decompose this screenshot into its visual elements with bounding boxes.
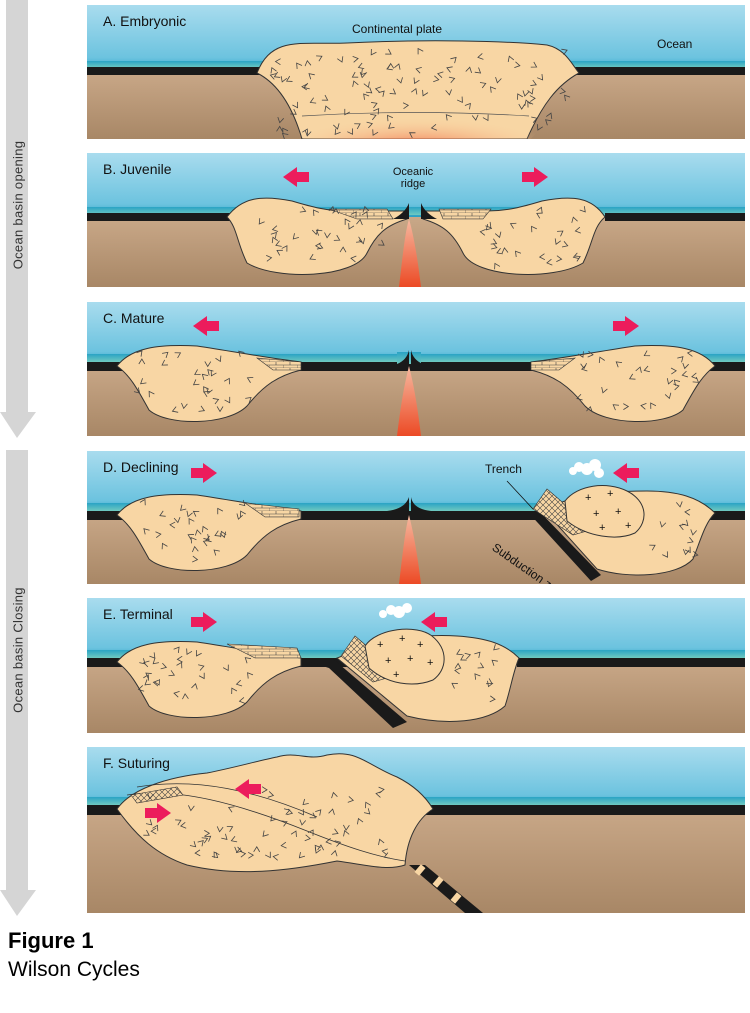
- push-right-arrow-icon: [145, 803, 171, 823]
- plus-marks: +++ +++ +: [377, 633, 433, 681]
- side-label-closing: Ocean basin Closing: [10, 587, 26, 713]
- push-left-arrow-icon: [193, 316, 219, 336]
- oceanic-ridge-label: Oceanic ridge: [383, 166, 443, 190]
- panel-juvenile: B. Juvenile Oceanic ridge: [87, 153, 745, 287]
- push-right-arrow-icon: [522, 167, 548, 187]
- panel-terminal: +++ +++ + E. Terminal: [87, 598, 745, 733]
- plus-marks: +++ +++: [585, 488, 631, 534]
- rock-texture: [576, 350, 700, 413]
- svg-text:+: +: [585, 492, 591, 504]
- rock-texture: [137, 646, 254, 704]
- down-arrow-icon: [0, 450, 36, 916]
- svg-text:+: +: [399, 633, 405, 645]
- svg-text:+: +: [607, 488, 613, 500]
- svg-text:+: +: [599, 522, 605, 534]
- panel-title: A. Embryonic: [103, 13, 187, 29]
- panel-title: E. Terminal: [103, 606, 173, 622]
- rock-texture: [258, 205, 385, 263]
- push-right-arrow-icon: [613, 316, 639, 336]
- volcano-plume-icon: [379, 603, 412, 618]
- svg-text:+: +: [385, 655, 391, 667]
- svg-text:+: +: [593, 508, 599, 520]
- panel-suturing: F. Suturing: [87, 747, 745, 913]
- ocean-label: Ocean: [657, 37, 693, 51]
- down-arrow-icon: [0, 0, 36, 438]
- side-label-opening: Ocean basin opening: [10, 140, 26, 270]
- rock-texture: [269, 47, 571, 139]
- push-right-arrow-icon: [191, 612, 217, 632]
- svg-text:+: +: [625, 520, 631, 532]
- ridge-label-line1: Oceanic: [392, 166, 434, 178]
- figure-number: Figure 1: [8, 928, 94, 953]
- opening-arrow: [0, 0, 36, 440]
- push-right-arrow-icon: [191, 463, 217, 483]
- svg-text:+: +: [377, 639, 383, 651]
- rock-texture: [649, 501, 699, 558]
- rock-texture: [479, 206, 586, 270]
- svg-text:+: +: [393, 669, 399, 681]
- rock-texture: [133, 350, 254, 413]
- push-left-arrow-icon: [421, 612, 447, 632]
- panel-title: B. Juvenile: [103, 161, 172, 177]
- push-left-arrow-icon: [235, 779, 261, 799]
- svg-text:+: +: [407, 653, 413, 665]
- push-left-arrow-icon: [613, 463, 639, 483]
- svg-text:+: +: [427, 657, 433, 669]
- panel-title: D. Declining: [103, 459, 179, 475]
- panel-title: C. Mature: [103, 310, 165, 326]
- figure-title: Wilson Cycles: [8, 958, 140, 981]
- push-left-arrow-icon: [283, 167, 309, 187]
- closing-arrow: [0, 450, 36, 920]
- volcano-plume-icon: [569, 459, 604, 478]
- rock-texture: [139, 498, 246, 563]
- panel-title: F. Suturing: [103, 755, 170, 771]
- svg-text:+: +: [417, 639, 423, 651]
- panel-mature: C. Mature: [87, 302, 745, 436]
- suture-stripes: [414, 864, 462, 904]
- panel-declining: +++ +++ D. Declining Trench Subduction z…: [87, 451, 745, 584]
- continental-plate-label: Continental plate: [352, 22, 443, 36]
- svg-text:+: +: [615, 506, 621, 518]
- rock-texture: [451, 644, 500, 703]
- panel-embryonic: A. Embryonic Continental plate Ocean: [87, 5, 745, 139]
- ridge-label-line2: ridge: [400, 178, 426, 190]
- trench-label: Trench: [485, 462, 522, 476]
- rock-texture: [143, 786, 391, 861]
